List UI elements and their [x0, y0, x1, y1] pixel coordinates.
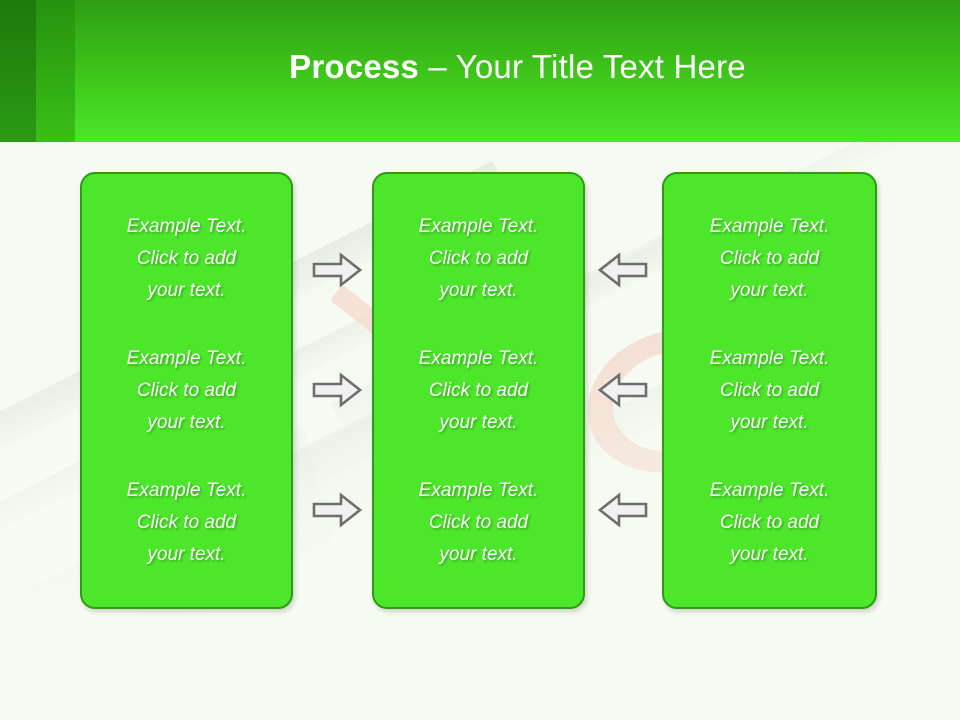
arrow-left-icon [598, 492, 648, 528]
process-box-1[interactable]: Example Text. Click to add your text. Ex… [80, 172, 293, 609]
process-text-block[interactable]: Example Text. Click to add your text. [126, 347, 247, 433]
slide-title: Process – Your Title Text Here [75, 47, 960, 87]
arrow-right-icon [312, 252, 362, 288]
process-text-block[interactable]: Example Text. Click to add your text. [126, 215, 247, 301]
process-text-block[interactable]: Example Text. Click to add your text. [418, 479, 539, 565]
process-box-3[interactable]: Example Text. Click to add your text. Ex… [662, 172, 877, 609]
process-text-block[interactable]: Example Text. Click to add your text. [709, 347, 830, 433]
slide-title-bold: Process [289, 48, 419, 85]
process-box-2[interactable]: Example Text. Click to add your text. Ex… [372, 172, 585, 609]
header-stripe-main [75, 0, 960, 142]
header-stripe-mid [36, 0, 75, 142]
slide-title-regular: – Your Title Text Here [418, 48, 746, 85]
process-text-block[interactable]: Example Text. Click to add your text. [709, 215, 830, 301]
header-stripe-dark [0, 0, 36, 142]
process-text-block[interactable]: Example Text. Click to add your text. [709, 479, 830, 565]
arrow-left-icon [598, 372, 648, 408]
arrow-right-icon [312, 372, 362, 408]
process-text-block[interactable]: Example Text. Click to add your text. [418, 215, 539, 301]
arrow-right-icon [312, 492, 362, 528]
process-text-block[interactable]: Example Text. Click to add your text. [126, 479, 247, 565]
arrow-left-icon [598, 252, 648, 288]
process-text-block[interactable]: Example Text. Click to add your text. [418, 347, 539, 433]
slide-header: Process – Your Title Text Here [0, 0, 960, 142]
